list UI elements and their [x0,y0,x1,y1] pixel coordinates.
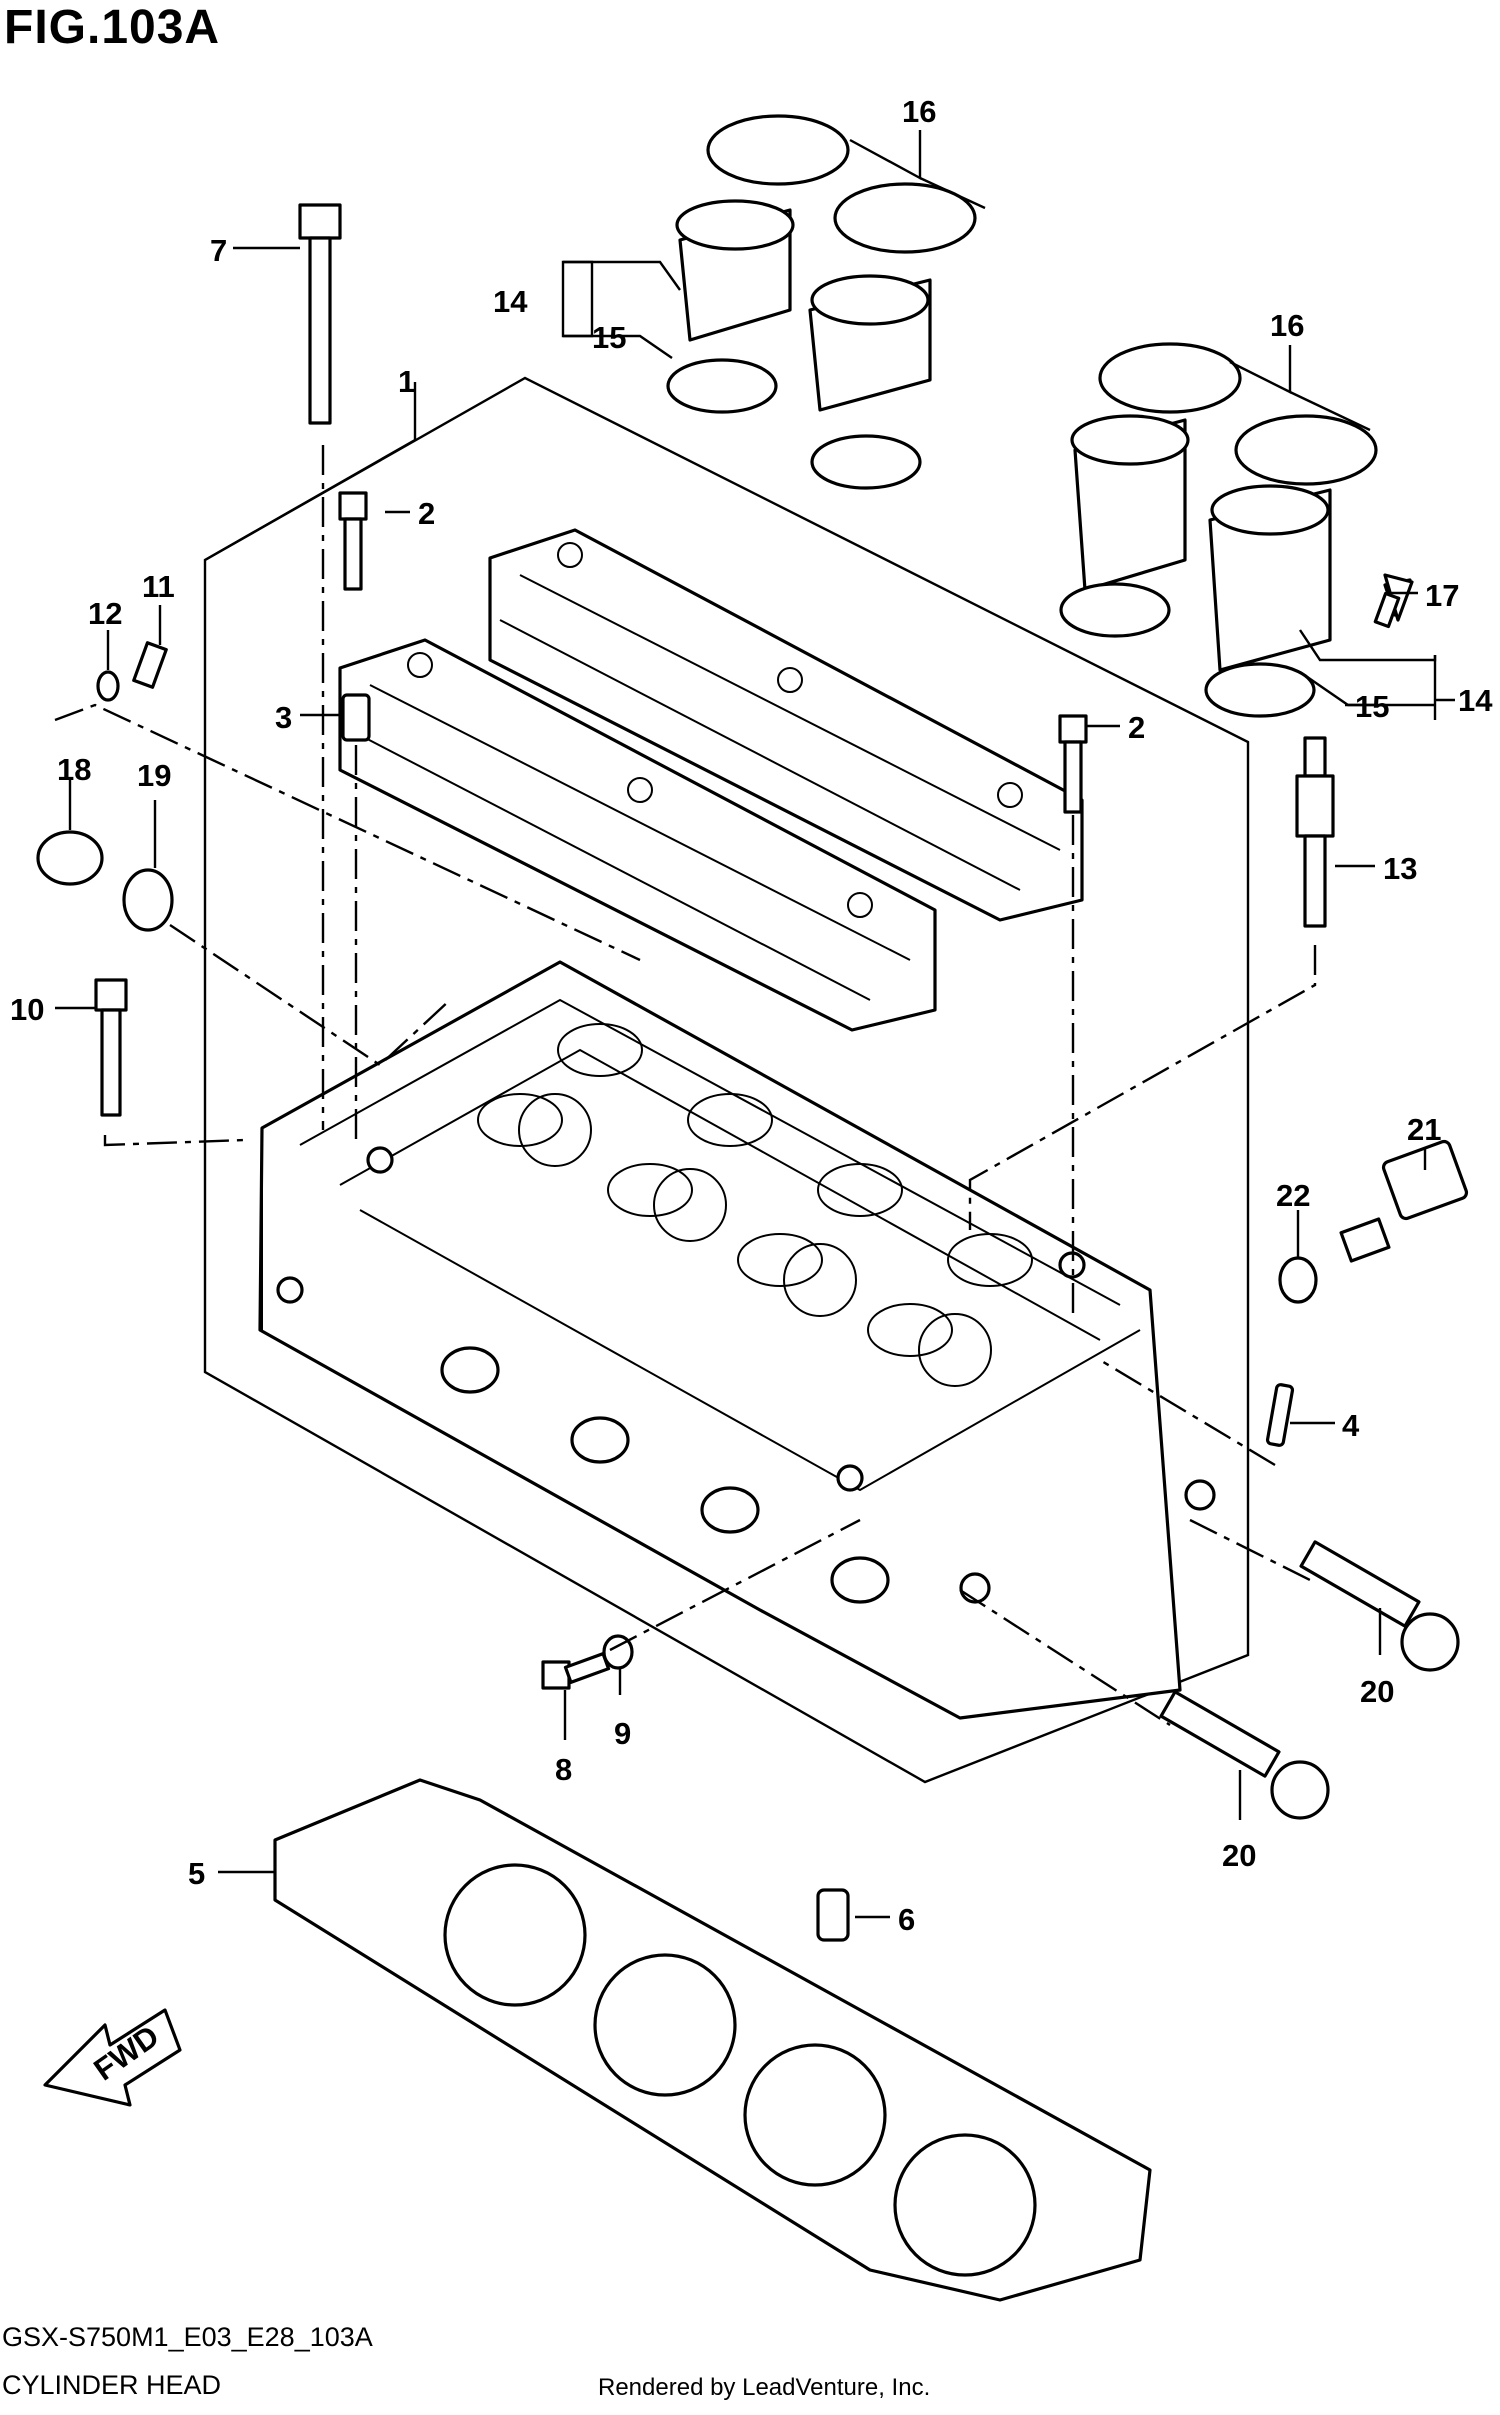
callout-22: 22 [1276,1178,1310,1213]
callout-14-right: 14 [1458,683,1493,718]
dowel-pin-6 [816,1888,850,1942]
callout-20-upper: 20 [1360,1674,1394,1709]
callout-19: 19 [137,758,171,793]
bolt-20-upper [1299,1540,1460,1672]
intake-pipe-set-right [1059,342,1412,718]
assembly-centerlines [54,445,1317,1727]
callout-8: 8 [555,1752,572,1787]
screw-17 [1373,573,1414,629]
bolt-10 [94,978,128,1117]
callout-18: 18 [57,752,91,787]
render-credit: Rendered by LeadVenture, Inc. [598,2374,931,2401]
callout-21: 21 [1407,1112,1441,1147]
section-name: CYLINDER HEAD [2,2370,222,2400]
callout-5: 5 [188,1856,205,1891]
callout-13: 13 [1383,851,1417,886]
callout-14-left: 14 [493,284,528,319]
intake-pipe-set-left [666,114,977,490]
plug-11 [132,641,168,689]
bolt-2-upper [338,491,368,591]
callout-15-right: 15 [1355,689,1389,724]
leader-lines [55,130,1455,1919]
callout-2-upper: 2 [418,496,435,531]
callout-6: 6 [898,1902,915,1937]
fwd-direction-arrow: FWD [43,2008,182,2107]
washer-9 [602,1634,634,1670]
camshaft-holder-rear [488,528,1084,922]
callout-10: 10 [10,992,44,1027]
callout-11: 11 [142,569,175,604]
bolt-20-lower [1159,1690,1330,1820]
bolt-2-right [1058,714,1088,814]
head-gasket-5 [273,1778,1152,2302]
callout-7: 7 [210,233,227,268]
callout-12: 12 [88,596,122,631]
washer-12 [96,670,120,702]
dowel-pin-3 [341,693,371,742]
cylinder-head-body [258,960,1216,1720]
sensor-21 [1339,1139,1469,1263]
callout-numbers: 1 2 2 3 4 5 6 7 8 9 10 11 12 13 14 14 15… [10,94,1493,1937]
o-ring-22 [1278,1256,1318,1304]
callout-17: 17 [1425,578,1459,613]
spark-plug-13 [1295,736,1335,928]
stud-bolt-7 [298,203,342,425]
cylinder-head-assembly-outline [203,376,1250,1784]
camshaft-holder-front [338,638,937,1032]
bolt-8 [541,1652,611,1690]
callout-2-right: 2 [1128,710,1145,745]
model-code: GSX-S750M1_E03_E28_103A [2,2322,373,2352]
callout-20-lower: 20 [1222,1838,1256,1873]
figure-title: FIG.103A [4,1,221,54]
callout-15-left: 15 [592,320,626,355]
callout-9: 9 [614,1716,631,1751]
callout-4: 4 [1342,1408,1360,1443]
callout-1: 1 [398,364,415,399]
pin-4 [1265,1383,1295,1447]
plug-18 [36,830,104,886]
callout-16-right: 16 [1270,308,1304,343]
gasket-19 [122,868,174,932]
callout-3: 3 [275,700,292,735]
callout-16-left: 16 [902,94,936,129]
